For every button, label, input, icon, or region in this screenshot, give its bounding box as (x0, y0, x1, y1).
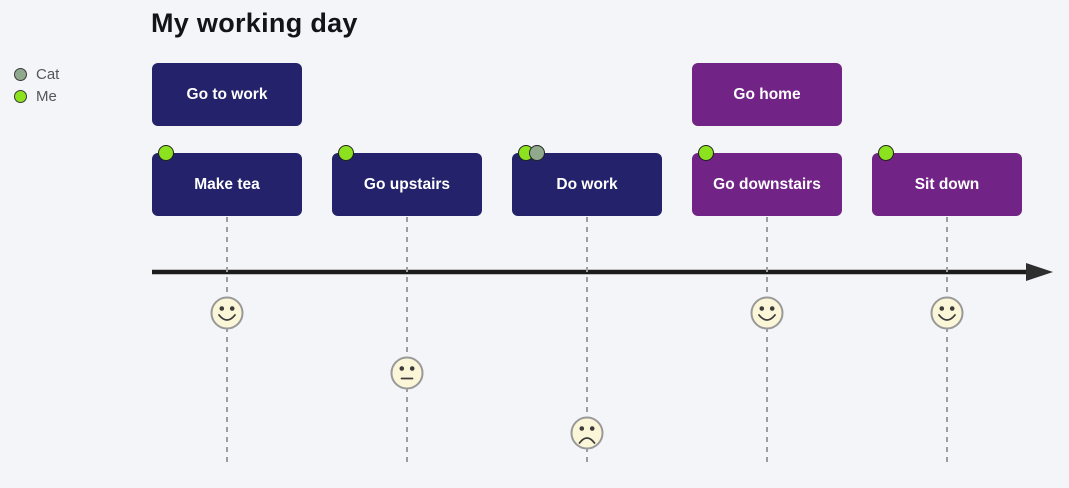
timeline-event-box-go-upstairs: Go upstairs (332, 153, 482, 216)
section-label: Go home (733, 85, 801, 103)
event-label: Make tea (194, 175, 260, 193)
face-mouth (758, 314, 776, 321)
face-eye-right (769, 306, 775, 311)
timeline-event-box-make-tea: Make tea (152, 153, 302, 216)
mood-face-icon-happy (750, 296, 784, 330)
face-eye-left (759, 306, 765, 311)
legend-label: Cat (36, 65, 60, 83)
legend-row-me: Me (14, 85, 59, 107)
face-mouth (218, 314, 236, 321)
event-label: Go downstairs (713, 175, 821, 193)
legend-dot-icon-me (14, 89, 27, 103)
participant-dot-icon-cat (528, 145, 545, 161)
timeline-event-box-sit-down: Sit down (872, 153, 1022, 216)
face-circle (570, 416, 604, 450)
face-eye-left (219, 306, 225, 311)
face-eye-right (409, 366, 415, 371)
legend-row-cat: Cat (14, 63, 59, 85)
face-eye-left (939, 306, 945, 311)
timeline-event-box-do-work: Do work (512, 153, 662, 216)
mood-face-icon-happy (930, 296, 964, 330)
mood-face-icon-neutral (390, 356, 424, 390)
timeline-event-box-go-downstairs: Go downstairs (692, 153, 842, 216)
participant-dot-icon-me (697, 145, 714, 161)
timeline-section-box-go-home: Go home (692, 63, 842, 126)
legend-dot-icon-cat (14, 67, 27, 81)
diagram-title: My working day (151, 8, 358, 38)
face-eye-left (399, 366, 405, 371)
participant-dot-icon-me (157, 145, 174, 161)
section-label: Go to work (186, 85, 268, 103)
face-circle (390, 356, 424, 390)
face-eye-left (579, 426, 585, 431)
face-mouth (578, 437, 596, 444)
face-eye-right (949, 306, 955, 311)
participant-dot-icon-me (877, 145, 894, 161)
face-circle (930, 296, 964, 330)
axis-arrowhead-icon (1026, 263, 1053, 281)
mood-face-icon-happy (210, 296, 244, 330)
timeline-section-box-go-to-work: Go to work (152, 63, 302, 126)
event-label: Go upstairs (363, 175, 451, 193)
face-eye-right (229, 306, 235, 311)
face-circle (750, 296, 784, 330)
face-circle (210, 296, 244, 330)
event-label: Sit down (914, 175, 980, 193)
legend-label: Me (36, 87, 57, 105)
mood-face-icon-sad (570, 416, 604, 450)
participant-dot-icon-me (337, 145, 354, 161)
event-label: Do work (556, 175, 618, 193)
face-mouth (938, 314, 956, 321)
face-eye-right (589, 426, 595, 431)
